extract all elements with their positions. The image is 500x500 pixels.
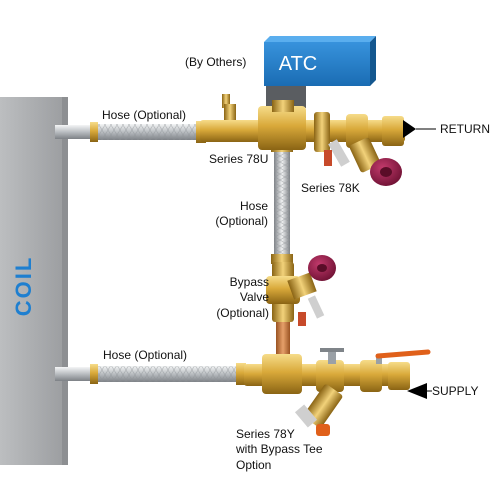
coil-label: COIL (11, 256, 36, 317)
atc-actuator: ATC (264, 36, 376, 108)
hose-mid-label-line2: (Optional) (215, 214, 268, 228)
bypass-label-line1: Bypass (230, 275, 269, 289)
supply-arrow (407, 383, 432, 399)
series-78y-assembly (244, 348, 431, 436)
series-78k-label: Series 78K (301, 181, 360, 195)
atc-label: ATC (279, 53, 318, 75)
hose-bottom (55, 363, 246, 385)
bypass-label-line2: Valve (240, 290, 269, 304)
series-78y-label-line1: Series 78Y (236, 427, 295, 441)
hose-top-label: Hose (Optional) (102, 108, 186, 122)
bypass-label-line3: (Optional) (216, 306, 269, 320)
hose-vertical (271, 142, 293, 264)
hose-mid-label-line1: Hose (240, 199, 268, 213)
series-78u-78k-assembly (200, 94, 405, 186)
by-others-label: (By Others) (185, 55, 246, 69)
return-label: RETURN (440, 122, 490, 136)
series-78y-label-line3: Option (236, 458, 271, 472)
return-arrow (403, 120, 436, 138)
coil: COIL (0, 97, 68, 465)
hose-bottom-label: Hose (Optional) (103, 348, 187, 362)
series-78y-label-line2: with Bypass Tee (235, 442, 323, 456)
supply-label: SUPPLY (432, 384, 478, 398)
hose-top (55, 121, 206, 143)
series-78u-label: Series 78U (209, 152, 268, 166)
